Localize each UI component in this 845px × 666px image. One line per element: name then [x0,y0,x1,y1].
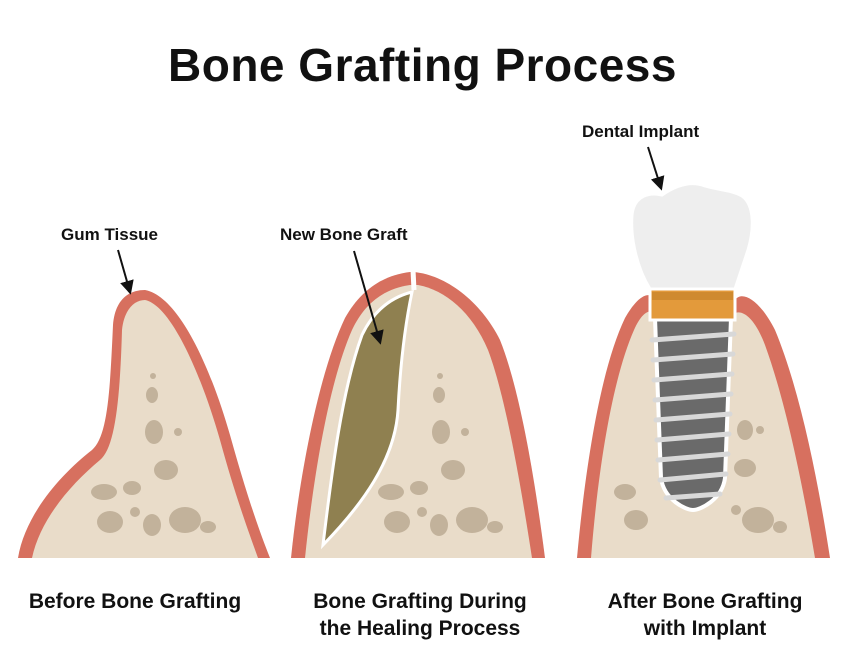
gum-gap [410,269,417,291]
bone [32,300,258,558]
panel-before [18,290,270,558]
bone-texture [378,373,503,536]
panel-after [577,182,830,558]
bone-texture [91,373,216,536]
implant-crown [630,182,754,291]
caption-during: Bone Grafting During the Healing Process [313,590,527,640]
page-title: Bone Grafting Process [168,39,677,91]
implant-threads [649,331,737,501]
annotation-dental-implant: Dental Implant [582,122,699,141]
arrow-dental-implant [647,146,665,191]
dental-implant [630,182,754,513]
bone-graft [320,289,414,550]
arrow-new-bone-graft [353,250,384,345]
caption-after: After Bone Grafting with Implant [607,590,803,640]
bone-texture [614,420,787,533]
caption-before: Before Bone Grafting [28,590,242,613]
annotation-gum-tissue: Gum Tissue [61,225,158,244]
panel-during [291,269,545,558]
annotation-new-bone-graft: New Bone Graft [280,225,408,244]
implant-screw-body [652,316,734,513]
arrow-gum-tissue [117,249,134,295]
